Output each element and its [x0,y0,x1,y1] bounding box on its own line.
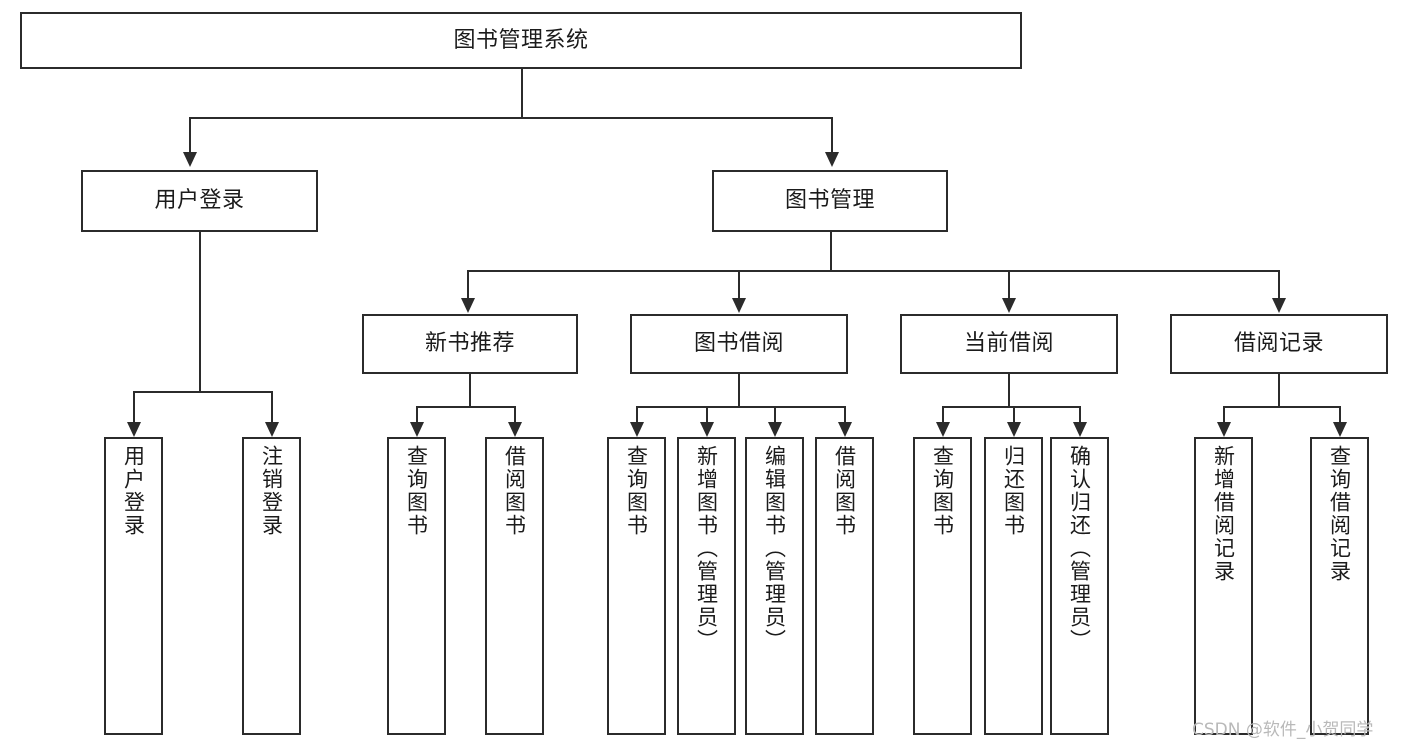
arrow-user-login-to-leaf2 [265,422,279,437]
node-label: 查询图书 [404,445,429,537]
arrow-root-to-user-login [183,152,197,167]
arrow-book-mgmt-to-current [1002,298,1016,313]
connector-user-login-to-leaf2 [271,391,273,422]
leaf-edit-book-admin[interactable]: 编辑图书（管理员） [745,437,804,735]
arrow-borrow-to-leaf1 [630,422,644,437]
node-label: 图书管理系统 [453,27,589,53]
node-label: 新书推荐 [424,331,515,357]
arrow-borrow-to-leaf4 [838,422,852,437]
leaf-return-book[interactable]: 归还图书 [984,437,1043,735]
node-label: 借阅图书 [502,445,527,537]
node-root-system[interactable]: 图书管理系统 [20,12,1022,69]
connector-new-books-to-leaf2 [514,406,516,422]
leaf-logout[interactable]: 注销登录 [242,437,301,735]
node-label: 图书借阅 [693,331,784,357]
leaf-add-borrow-record[interactable]: 新增借阅记录 [1194,437,1253,735]
arrow-current-to-leaf3 [1073,422,1087,437]
arrow-current-to-leaf2 [1007,422,1021,437]
connector-current-stem [1008,374,1010,406]
node-borrow-records[interactable]: 借阅记录 [1170,314,1388,374]
connector-new-books-stem [469,374,471,406]
connector-book-mgmt-bus [467,270,1279,272]
node-label: 查询图书 [930,445,955,537]
connector-borrow-to-leaf3 [774,406,776,422]
leaf-query-books-recommend[interactable]: 查询图书 [387,437,446,735]
connector-book-mgmt-to-new-books [467,270,469,298]
connector-root-to-book-mgmt [831,117,833,152]
connector-borrow-bus [636,406,844,408]
connector-book-mgmt-stem [830,232,832,270]
arrow-records-to-leaf1 [1217,422,1231,437]
node-current-borrow[interactable]: 当前借阅 [900,314,1118,374]
arrow-records-to-leaf2 [1333,422,1347,437]
connector-borrow-to-leaf2 [706,406,708,422]
node-label: 用户登录 [154,188,245,214]
node-label: 编辑图书（管理员） [762,445,787,652]
node-label: 注销登录 [259,445,284,537]
connector-user-login-stem [199,232,201,391]
connector-current-to-leaf1 [942,406,944,422]
node-new-book-recommend[interactable]: 新书推荐 [362,314,578,374]
arrow-book-mgmt-to-borrow [732,298,746,313]
connector-records-stem [1278,374,1280,406]
connector-book-mgmt-to-current [1008,270,1010,298]
connector-current-to-leaf3 [1079,406,1081,422]
arrow-new-books-to-leaf2 [508,422,522,437]
connector-current-bus [942,406,1079,408]
node-label: 图书管理 [784,188,875,214]
node-label: 归还图书 [1001,445,1026,537]
leaf-borrow-book[interactable]: 借阅图书 [815,437,874,735]
connector-new-books-to-leaf1 [416,406,418,422]
leaf-user-login[interactable]: 用户登录 [104,437,163,735]
arrow-book-mgmt-to-records [1272,298,1286,313]
node-label: 借阅图书 [832,445,857,537]
leaf-query-books-current[interactable]: 查询图书 [913,437,972,735]
node-label: 确认归还（管理员） [1067,445,1092,652]
connector-root-to-user-login [189,117,191,152]
connector-borrow-to-leaf4 [844,406,846,422]
connector-records-to-leaf2 [1339,406,1341,422]
leaf-query-borrow-record[interactable]: 查询借阅记录 [1310,437,1369,735]
connector-user-login-bus [133,391,272,393]
connector-user-login-to-leaf1 [133,391,135,422]
connector-records-to-leaf1 [1223,406,1225,422]
arrow-root-to-book-mgmt [825,152,839,167]
node-label: 用户登录 [121,445,146,537]
connector-root-stem [521,69,523,117]
leaf-query-books-borrow[interactable]: 查询图书 [607,437,666,735]
leaf-confirm-return-admin[interactable]: 确认归还（管理员） [1050,437,1109,735]
node-label: 查询借阅记录 [1327,445,1352,583]
arrow-user-login-to-leaf1 [127,422,141,437]
arrow-book-mgmt-to-new-books [461,298,475,313]
connector-records-bus [1223,406,1339,408]
node-book-borrow[interactable]: 图书借阅 [630,314,848,374]
leaf-borrow-books-recommend[interactable]: 借阅图书 [485,437,544,735]
connector-book-mgmt-to-records [1278,270,1280,298]
connector-borrow-to-leaf1 [636,406,638,422]
connector-new-books-bus [416,406,515,408]
node-book-management[interactable]: 图书管理 [712,170,948,232]
connector-current-to-leaf2 [1013,406,1015,422]
connector-borrow-stem [738,374,740,406]
node-user-login[interactable]: 用户登录 [81,170,318,232]
connector-book-mgmt-to-borrow [738,270,740,298]
arrow-current-to-leaf1 [936,422,950,437]
arrow-borrow-to-leaf3 [768,422,782,437]
leaf-add-book-admin[interactable]: 新增图书（管理员） [677,437,736,735]
node-label: 查询图书 [624,445,649,537]
arrow-borrow-to-leaf2 [700,422,714,437]
csdn-watermark: CSDN @软件_小贺同学 [1192,720,1374,740]
node-label: 新增借阅记录 [1211,445,1236,583]
connector-root-bus [189,117,832,119]
node-label: 借阅记录 [1233,331,1324,357]
node-label: 新增图书（管理员） [694,445,719,652]
arrow-new-books-to-leaf1 [410,422,424,437]
node-label: 当前借阅 [963,331,1054,357]
